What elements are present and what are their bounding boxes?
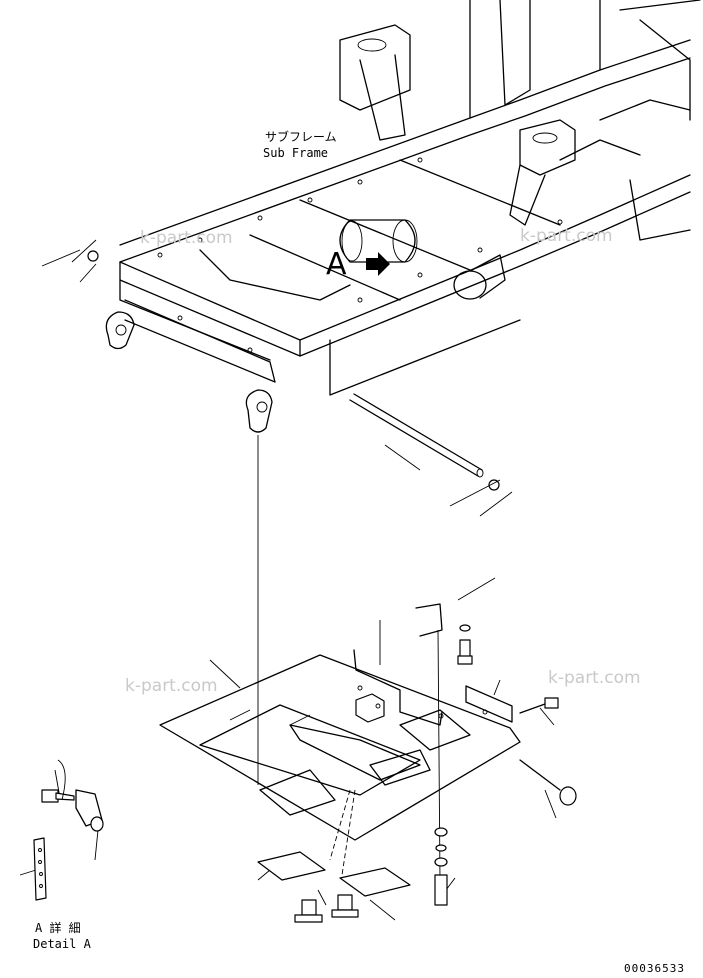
detail-a-drawing bbox=[33, 759, 104, 901]
drawing-number: 00036533 bbox=[624, 962, 685, 975]
main-frame bbox=[105, 0, 701, 433]
detail-label-jp: A 詳 細 bbox=[35, 921, 81, 935]
rod-pin bbox=[349, 393, 500, 491]
view-arrow-icon bbox=[366, 252, 390, 276]
watermark: k-part.com bbox=[520, 226, 613, 246]
sub-frame-label-en: Sub Frame bbox=[263, 146, 329, 160]
watermark: k-part.com bbox=[125, 676, 218, 696]
watermark: k-part.com bbox=[140, 228, 233, 248]
view-marker-a: A bbox=[326, 247, 347, 282]
washer-icon bbox=[87, 250, 99, 262]
hardware bbox=[257, 624, 577, 923]
sub-frame-label-jp: サブフレーム bbox=[265, 130, 337, 144]
detail-label-en: Detail A bbox=[33, 937, 91, 951]
watermark: k-part.com bbox=[548, 668, 641, 688]
under-cover-plate bbox=[159, 603, 521, 841]
leader-lines bbox=[19, 444, 557, 921]
